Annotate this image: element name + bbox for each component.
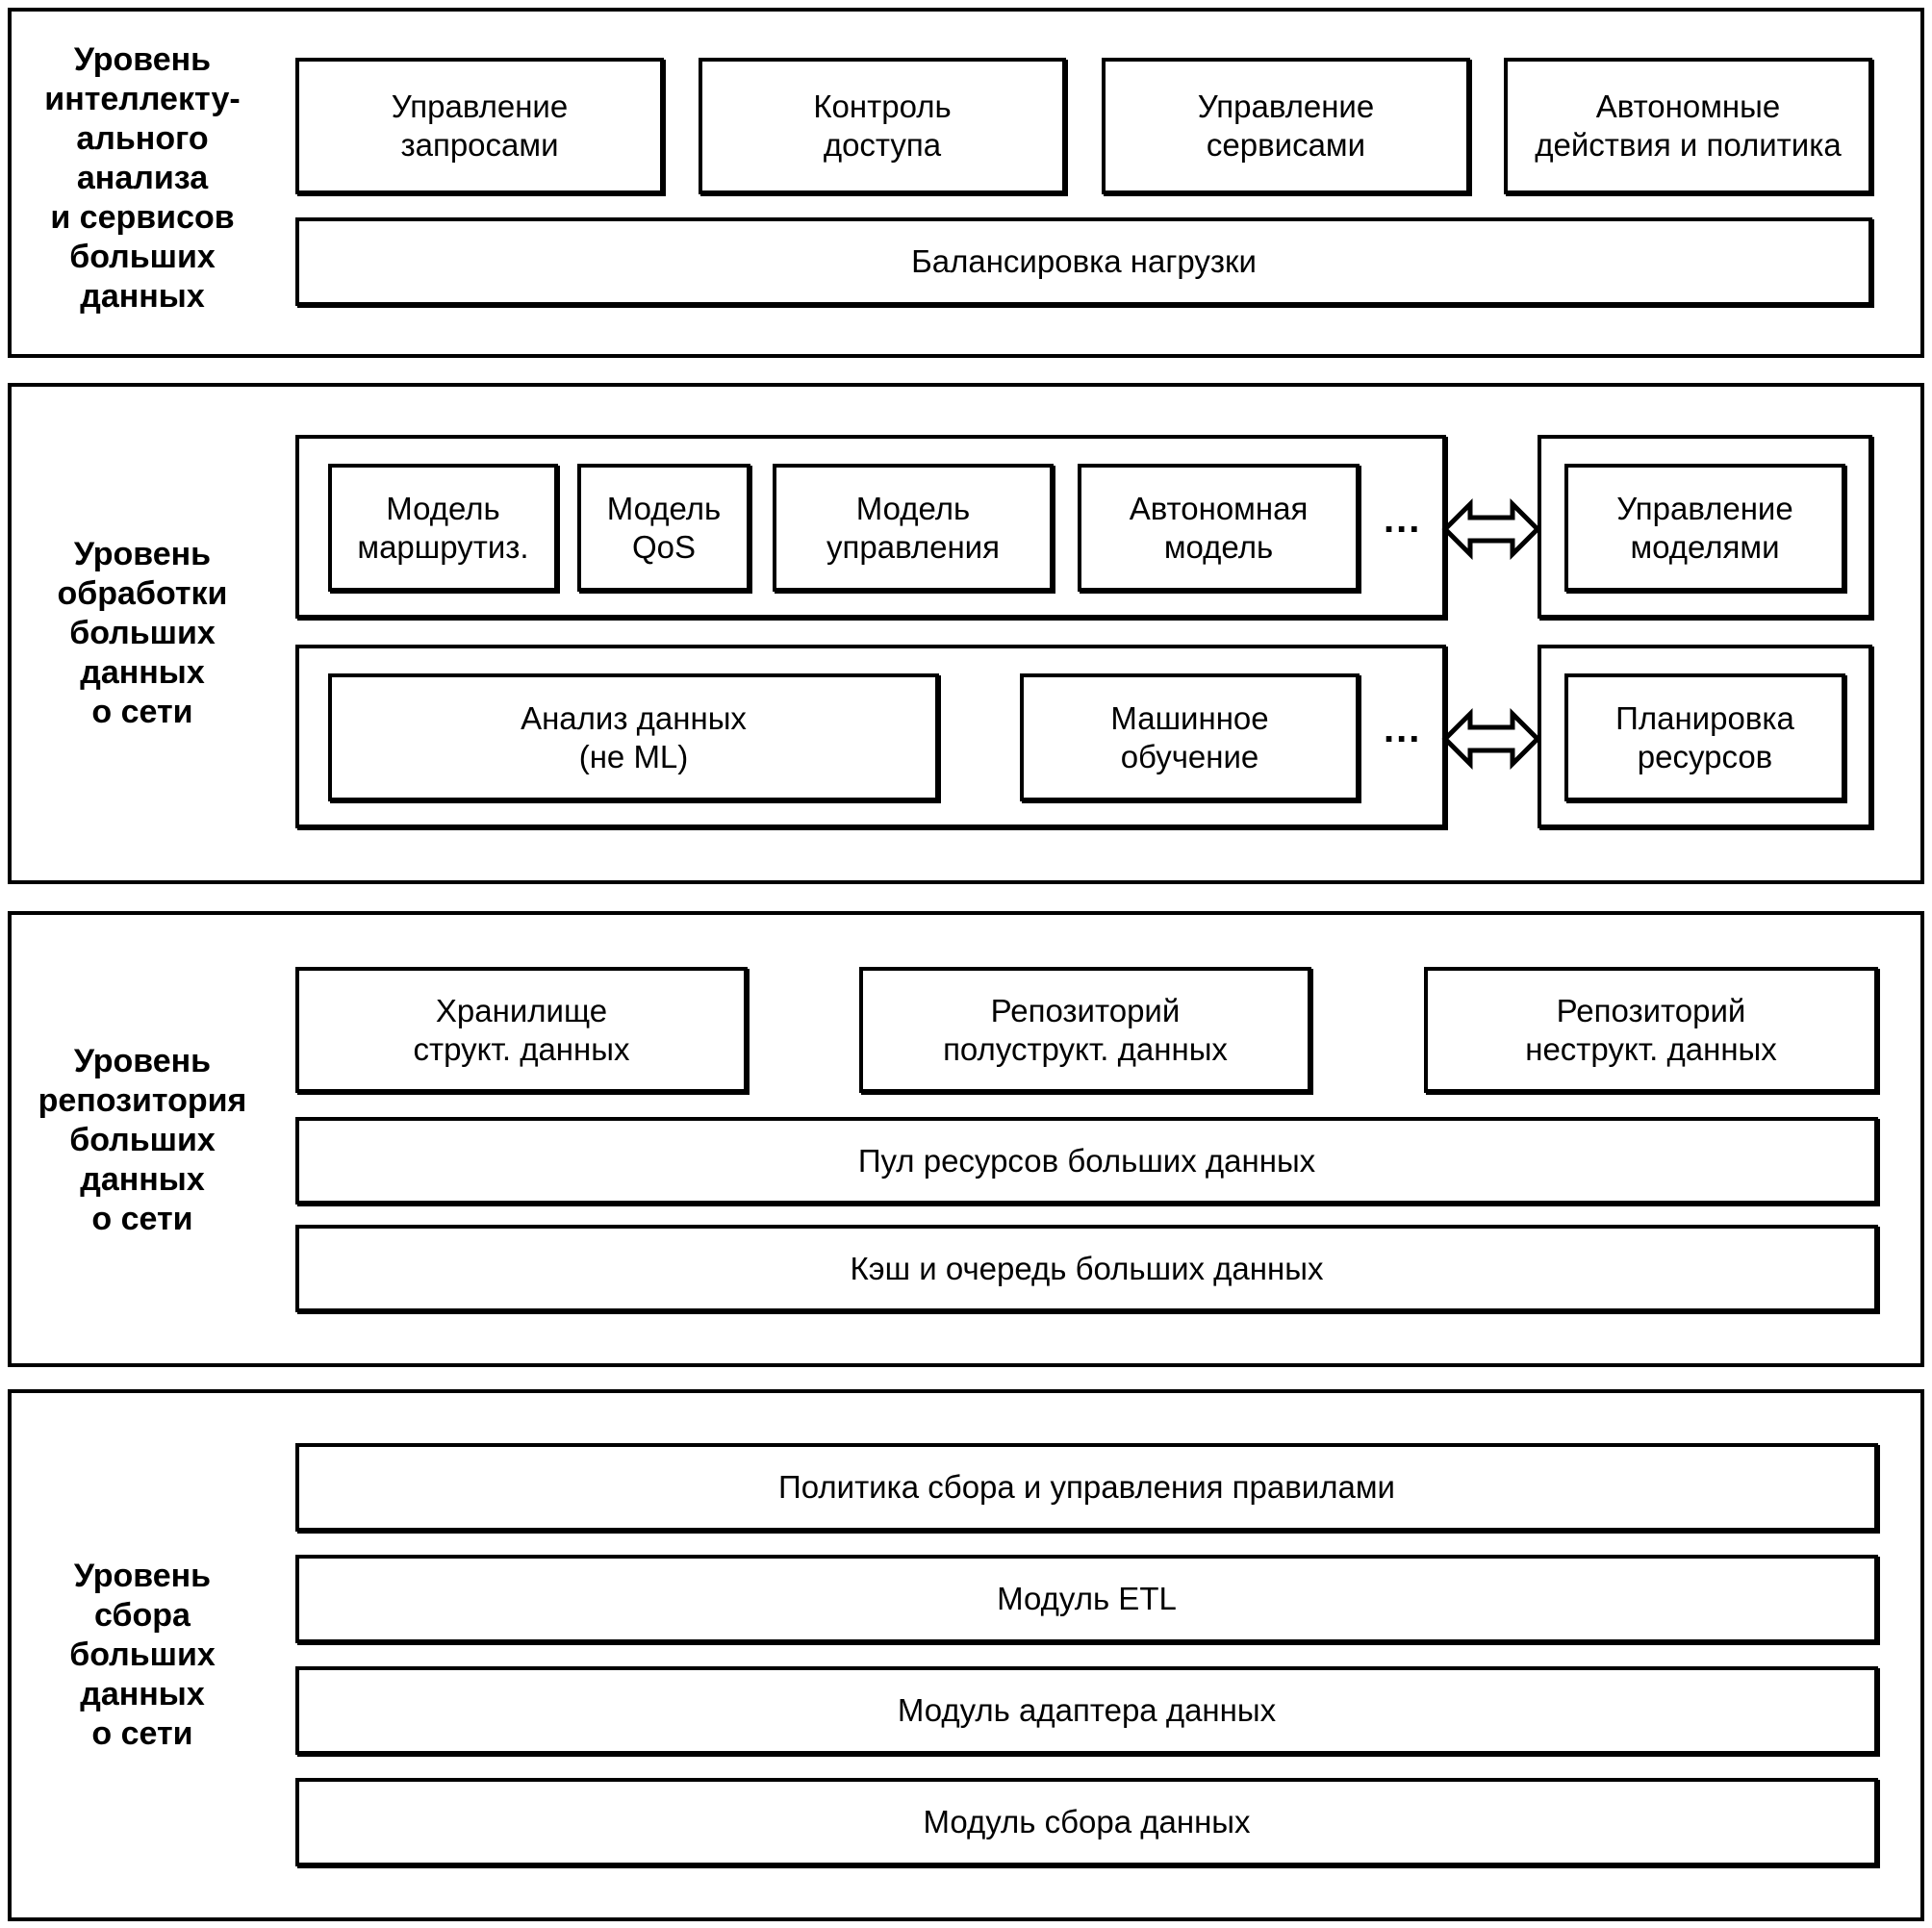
data-adapter-module-box: Модуль адаптера данных bbox=[295, 1666, 1878, 1755]
models-ellipsis: ... bbox=[1384, 498, 1422, 541]
collection-layer-title: Уровень сбора больших данных о сети bbox=[69, 1558, 216, 1752]
autonomous-model-box: Автономная модель bbox=[1078, 464, 1360, 592]
semi-structured-repository-box: Репозиторий полуструкт. данных bbox=[859, 967, 1311, 1093]
resource-planning-box: Планировка ресурсов bbox=[1564, 673, 1845, 801]
repository-layer-title: Уровень репозитория больших данных о сет… bbox=[38, 1043, 247, 1237]
machine-learning-box: Машинное обучение bbox=[1020, 673, 1360, 801]
cache-queue-box: Кэш и очередь больших данных bbox=[295, 1225, 1878, 1312]
service-management-box: Управление сервисами bbox=[1102, 58, 1470, 194]
processing-layer-title: Уровень обработки больших данных о сети bbox=[57, 536, 228, 730]
collection-policy-box: Политика сбора и управления правилами bbox=[295, 1443, 1878, 1532]
data-collection-module-box: Модуль сбора данных bbox=[295, 1778, 1878, 1866]
query-management-box: Управление запросами bbox=[295, 58, 664, 194]
models-double-arrow bbox=[1441, 497, 1541, 561]
autonomous-actions-box: Автономные действия и политика bbox=[1504, 58, 1872, 194]
qos-model-box: Модель QoS bbox=[577, 464, 750, 592]
analysis-double-arrow bbox=[1441, 707, 1541, 771]
etl-module-box: Модуль ETL bbox=[295, 1555, 1878, 1643]
analytics-layer-title: Уровень интеллекту- ального анализа и се… bbox=[44, 41, 241, 315]
data-analysis-box: Анализ данных (не ML) bbox=[328, 673, 939, 801]
structured-storage-box: Хранилище структ. данных bbox=[295, 967, 748, 1093]
unstructured-repository-box: Репозиторий неструкт. данных bbox=[1424, 967, 1878, 1093]
control-model-box: Модель управления bbox=[773, 464, 1054, 592]
resource-pool-box: Пул ресурсов больших данных bbox=[295, 1117, 1878, 1205]
routing-model-box: Модель маршрутиз. bbox=[328, 464, 558, 592]
load-balancing-box: Балансировка нагрузки bbox=[295, 217, 1872, 306]
analysis-ellipsis: ... bbox=[1384, 708, 1422, 750]
model-management-box: Управление моделями bbox=[1564, 464, 1845, 592]
access-control-box: Контроль доступа bbox=[699, 58, 1066, 194]
